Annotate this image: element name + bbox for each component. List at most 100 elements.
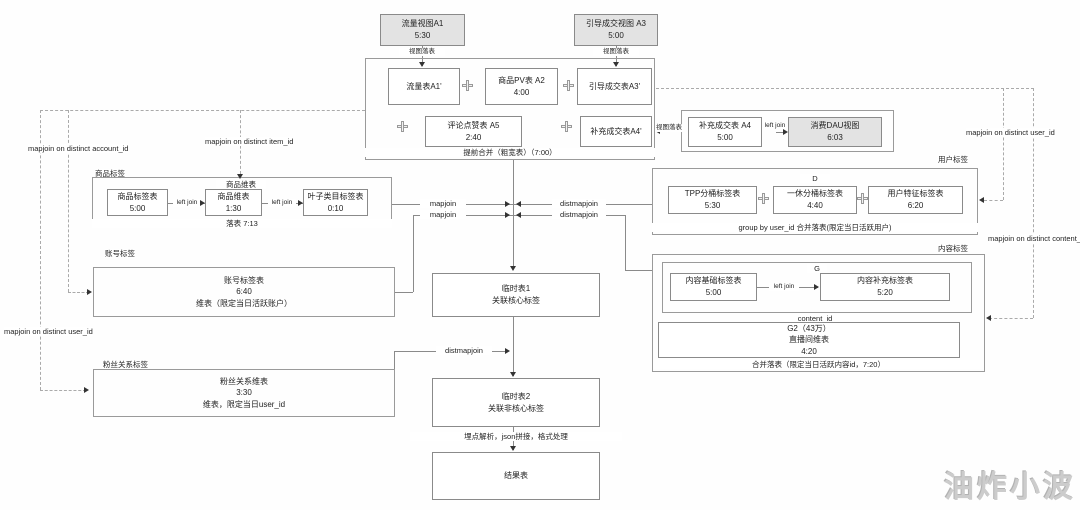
- node-supp-table-a4p: 补充成交表A4': [580, 116, 652, 147]
- node-time: 6:03: [827, 133, 843, 142]
- arrow-left-icon: [986, 315, 991, 321]
- dashed-connector: [1003, 88, 1004, 200]
- node-flow-view-a1: 流量视图A1 5:30: [380, 14, 465, 46]
- content-caption: 合并落表（限定当日活跃内容id，7:20）: [653, 360, 984, 370]
- mapjoin-content-label: mapjoin on distinct content_id: [988, 234, 1080, 244]
- distmapjoin-label: distmapjoin: [552, 210, 606, 220]
- dim-table-label: 商品维表: [216, 180, 266, 190]
- user-caption: group by user_id 合并落表(限定当日活跃用户): [652, 223, 978, 233]
- plus-icon: [397, 121, 409, 133]
- node-title: 一休分桶标签表: [787, 189, 843, 199]
- fans-container: [93, 369, 395, 417]
- node-time: 4:20: [801, 346, 817, 356]
- left-join-label: left join: [173, 199, 201, 208]
- mapjoin-user-left-label: mapjoin on distinct user_id: [4, 327, 93, 337]
- mapjoin-label: mapjoin: [420, 210, 466, 220]
- dashed-connector: [1033, 88, 1034, 318]
- arrow-down-icon: [613, 62, 619, 67]
- node-product-dim-table: 商品维表 1:30: [205, 189, 262, 216]
- node-user-feature-table: 用户特征标签表 6:20: [868, 186, 963, 214]
- node-title: G2（43万）: [787, 323, 831, 333]
- view-drop-label: 视图落表: [593, 48, 639, 57]
- node-time: 1:30: [225, 203, 242, 213]
- mapjoin-label: mapjoin: [420, 199, 466, 209]
- node-time: 6:40: [236, 287, 252, 297]
- view-drop-label: 视图落表: [655, 124, 683, 133]
- connector-line: [513, 317, 514, 376]
- arrow-right-icon: [200, 200, 205, 206]
- node-title: 内容基础标签表: [685, 276, 742, 286]
- merge-container: [365, 58, 655, 160]
- content-inner-label: G: [807, 264, 827, 274]
- node-title: 临时表1: [501, 284, 531, 294]
- node-title: 用户特征标签表: [887, 189, 944, 199]
- user-container: [652, 168, 978, 235]
- account-container: [93, 267, 395, 317]
- dashed-connector: [40, 390, 86, 391]
- node-title: 引导成交表A3': [588, 81, 641, 91]
- dashed-connector: [68, 292, 89, 293]
- node-time: 6:20: [907, 201, 924, 210]
- arrow-right-icon: [505, 212, 510, 218]
- content-id-label: content_id: [780, 314, 850, 324]
- node-time: 0:10: [327, 203, 344, 213]
- left-join-label: left join: [268, 199, 296, 208]
- view-drop-label: 视图落表: [399, 48, 445, 57]
- node-product-tag-table: 商品标签表 5:00: [107, 189, 168, 216]
- node-time: 4:00: [513, 87, 530, 97]
- connector-line: [394, 292, 413, 293]
- node-title: 补充成交表 A4: [698, 121, 751, 131]
- node-time: 5:00: [608, 31, 624, 40]
- plus-icon: [758, 193, 770, 205]
- mapjoin-account-label: mapjoin on distinct account_id: [28, 144, 129, 154]
- node-title: 商品标签表: [117, 191, 158, 201]
- left-join-label: left join: [764, 122, 786, 131]
- node-title: 叶子类目标签表: [307, 191, 364, 201]
- content-inner-container: [662, 262, 972, 313]
- product-caption: 落表 7:13: [92, 219, 392, 229]
- node-tpp-bucket-table: TPP分桶标签表 5:30: [668, 186, 757, 214]
- connector-line: [413, 215, 414, 292]
- connector-line: [392, 204, 652, 205]
- arrow-down-icon: [510, 372, 516, 377]
- group-title: 账号标签: [105, 249, 135, 259]
- dashed-connector: [989, 318, 1033, 319]
- node-title: TPP分桶标签表: [684, 189, 741, 199]
- node-title: 引导成交视图 A3: [585, 19, 646, 29]
- node-live-room-dim-table: G2（43万） 直播间维表 4:20: [658, 322, 960, 358]
- node-pv-table-a2: 商品PV表 A2 4:00: [485, 68, 558, 105]
- merge-caption: 提前合并（粗宽表）（7:00）: [365, 148, 655, 158]
- plus-icon: [462, 80, 474, 92]
- node-time: 5:30: [414, 31, 431, 40]
- node-title: 临时表2: [501, 391, 531, 401]
- node-time: 5:00: [129, 203, 146, 213]
- node-temp-table-2: 临时表2 关联非核心标签: [432, 378, 600, 427]
- content-container: [652, 254, 985, 372]
- arrow-down-icon: [510, 266, 516, 271]
- arrow-right-icon: [87, 289, 92, 295]
- arrow-down-icon: [510, 446, 516, 451]
- node-time: 4:40: [807, 201, 823, 210]
- node-comment-table-a5: 评论点赞表 A5 2:40: [425, 116, 522, 147]
- user-inner-label: D: [800, 174, 830, 184]
- group-title: 用户标签: [938, 155, 968, 165]
- node-title: 粉丝关系维表: [220, 376, 268, 386]
- node-time: 5:00: [705, 288, 722, 297]
- node-title: 账号标签表: [224, 275, 264, 285]
- dashed-connector: [68, 110, 69, 292]
- arrow-right-icon: [783, 129, 788, 135]
- node-title: 内容补充标签表: [857, 276, 913, 286]
- mapjoin-user-right-label: mapjoin on distinct user_id: [966, 128, 1055, 138]
- arrow-down-icon: [237, 174, 243, 179]
- node-subtitle: 直播间维表: [789, 335, 829, 345]
- plus-icon: [857, 193, 869, 205]
- arrow-left-icon: [516, 201, 521, 207]
- arrow-left-icon: [516, 212, 521, 218]
- arrow-right-icon: [814, 284, 819, 290]
- arrow-left-icon: [979, 197, 984, 203]
- node-time: 3:30: [236, 388, 252, 398]
- node-result-table: 结果表: [432, 452, 600, 500]
- dashed-connector: [40, 110, 365, 111]
- node-title: 结果表: [504, 471, 528, 481]
